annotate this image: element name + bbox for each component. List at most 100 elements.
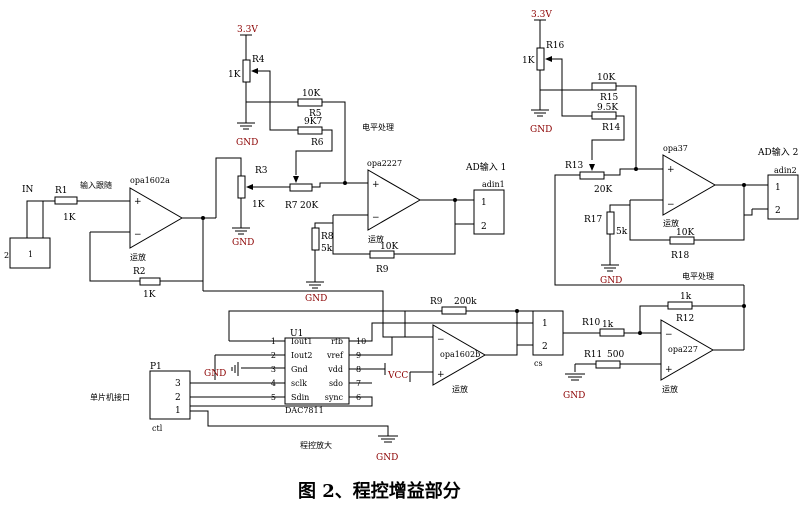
r11-body [595,360,621,369]
adin1-pin2: 2 [481,222,487,232]
a4-label: 运放 [452,384,468,394]
gnd-r8: GND [305,281,327,304]
r10-value: 1k [602,320,614,330]
r10-body [599,328,625,337]
r15-body [591,82,617,91]
resistor-r9a: 10K R9 [369,242,398,275]
cs-ref: cs [534,359,543,368]
wire-r8-top [314,222,333,228]
wire-a5-fb-left [639,305,668,333]
r5-value: 10K [302,89,320,99]
r7-body [289,183,313,192]
a2-triangle [367,169,422,231]
r15-value: 10K [597,73,615,83]
a5-label: 运放 [662,384,678,394]
adin2-pin1: 1 [775,183,781,193]
wire-a3-fb [629,200,670,241]
in-connector: IN 1 2 [4,185,51,269]
a1-plus: + [134,197,142,207]
a3-plus: + [667,165,675,175]
gnd-dac: GND [204,362,239,379]
pot-r16: R16 1K [522,41,565,71]
gnd-label: GND [232,238,254,248]
gnd-label: GND [204,369,226,379]
dac-pin-name: Gnd [291,365,308,374]
gnd-r17: GND [600,264,622,286]
r16-wiper [545,56,552,62]
gnd-bottom: GND [376,435,398,463]
wire-to-r3 [215,157,242,218]
a5-triangle [660,319,715,381]
a5-plus: + [665,365,673,375]
r1-body [54,196,78,205]
dac-pin-name: sync [325,393,344,402]
resistor-r14: 9.5K R14 [591,103,621,133]
r18-ref: R18 [671,251,690,261]
r9b-ref: R9 [430,297,443,307]
gnd-label: GND [530,125,552,135]
wire-r4-wiper [258,70,298,131]
r14-value: 9.5K [597,103,618,113]
opamp-a4: − + opa1602b 运放 [432,324,487,394]
wire-r5-right [322,101,368,184]
a1-triangle [129,187,184,249]
dac-pin-name: Sdin [291,393,309,402]
adin1-pin1: 1 [481,198,487,208]
dac-pin-name: vref [326,351,344,360]
r9b-body [441,306,467,315]
r11-ref: R11 [584,350,602,360]
wire-a2-fb-right [394,200,456,255]
a2-label: 运放 [368,234,384,244]
adin2-ref: adin2 [774,166,797,175]
r14-body [591,111,617,120]
dac-pin-number: 3 [271,365,276,374]
r17-ref: R17 [584,215,603,225]
p1-pin3: 3 [175,379,181,389]
dac-pin-name: sdo [329,379,343,388]
r7-ref: R7 [285,201,298,211]
r17-value: 5k [616,227,628,237]
figure-caption: 图 2、程控增益部分 [298,480,461,502]
cs-pin1: 1 [542,319,548,329]
resistor-r2: R2 1K [133,267,161,300]
wire-vref [349,337,393,356]
wire-r16-wiper [552,58,592,117]
opamp-a3: + − opa37 运放 [662,144,717,228]
gnd-r11: GND [563,373,585,401]
r7-value: 20K [300,201,318,211]
wire-r7-right [312,182,345,188]
gnd-label: GND [236,138,258,148]
a5-minus: − [665,330,673,340]
a4-name: opa1602b [440,350,480,359]
r12-value: 1k [680,292,692,302]
a3-name: opa37 [663,144,688,153]
a5-name: opa227 [668,345,698,354]
wire-adin2-2b [744,209,753,216]
a1-name: opa1602a [130,176,170,185]
r11-value: 500 [607,350,624,360]
r8-body [311,227,320,251]
r9a-value: 10K [380,242,398,252]
dac-pin-name: Iout2 [291,351,312,360]
wire-p1-gnd [190,410,389,436]
r6-body [297,126,323,135]
r6-ref: R6 [311,138,324,148]
junction [201,216,205,220]
cs-connector: 1 2 cs [532,310,564,368]
r14-ref: R14 [602,123,621,133]
adin2-title: AD输入 2 [757,146,798,158]
r4-ref: R4 [252,55,265,65]
p1-pin1: 1 [175,406,181,416]
gnd-label: GND [376,453,398,463]
wire-r6-right [295,129,333,175]
resistor-r18: 10K R18 [669,228,695,261]
r1-value: 1K [63,213,76,223]
r2-value: 1K [143,290,156,300]
v33-right-label: 3.3V [531,10,552,20]
r9b-value: 200k [454,297,477,307]
a2-plus: + [372,180,380,190]
r3-body [237,175,246,199]
r13-wiper [589,164,595,171]
a2-minus: − [372,213,380,223]
